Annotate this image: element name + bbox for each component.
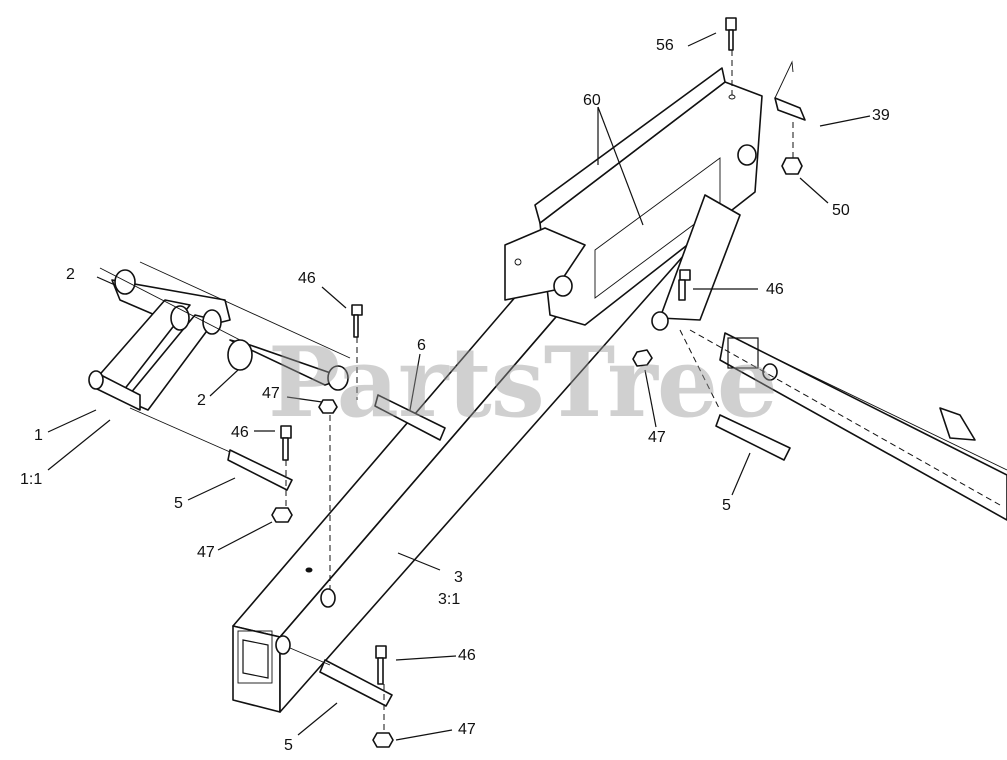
callout-60: 60 (583, 92, 601, 109)
callout-47-upper: 47 (262, 385, 280, 402)
bracket (774, 60, 806, 121)
callout-47-right: 47 (648, 429, 666, 446)
callout-5-right: 5 (722, 497, 731, 514)
watermark-text: PartsTree (268, 326, 778, 439)
callout-5-left: 5 (174, 495, 183, 512)
callout-3-1: 3:1 (438, 591, 461, 608)
upper-housing (504, 67, 763, 326)
callout-46-right: 46 (766, 281, 784, 298)
callout-47-left: 47 (197, 544, 215, 561)
link-assembly (88, 269, 231, 411)
callout-47-bottom: 47 (458, 721, 476, 738)
callout-39: 39 (872, 107, 890, 124)
callout-6: 6 (417, 337, 426, 354)
callout-2-top: 2 (66, 266, 75, 283)
callout-50: 50 (832, 202, 850, 219)
attachment-frame (719, 332, 1007, 521)
callout-1-1: 1:1 (20, 471, 43, 488)
callout-1: 1 (34, 427, 43, 444)
fasteners (271, 17, 803, 748)
callout-46-left: 46 (231, 424, 249, 441)
callout-2-bottom: 2 (197, 392, 206, 409)
callout-3: 3 (454, 569, 463, 586)
pins (227, 394, 791, 707)
callout-5-bottom: 5 (284, 737, 293, 754)
callout-46-bottom: 46 (458, 647, 476, 664)
callout-46-upper: 46 (298, 270, 316, 287)
spacer-tube (227, 339, 349, 391)
callout-56: 56 (656, 37, 674, 54)
leader-lines (47, 32, 1007, 741)
